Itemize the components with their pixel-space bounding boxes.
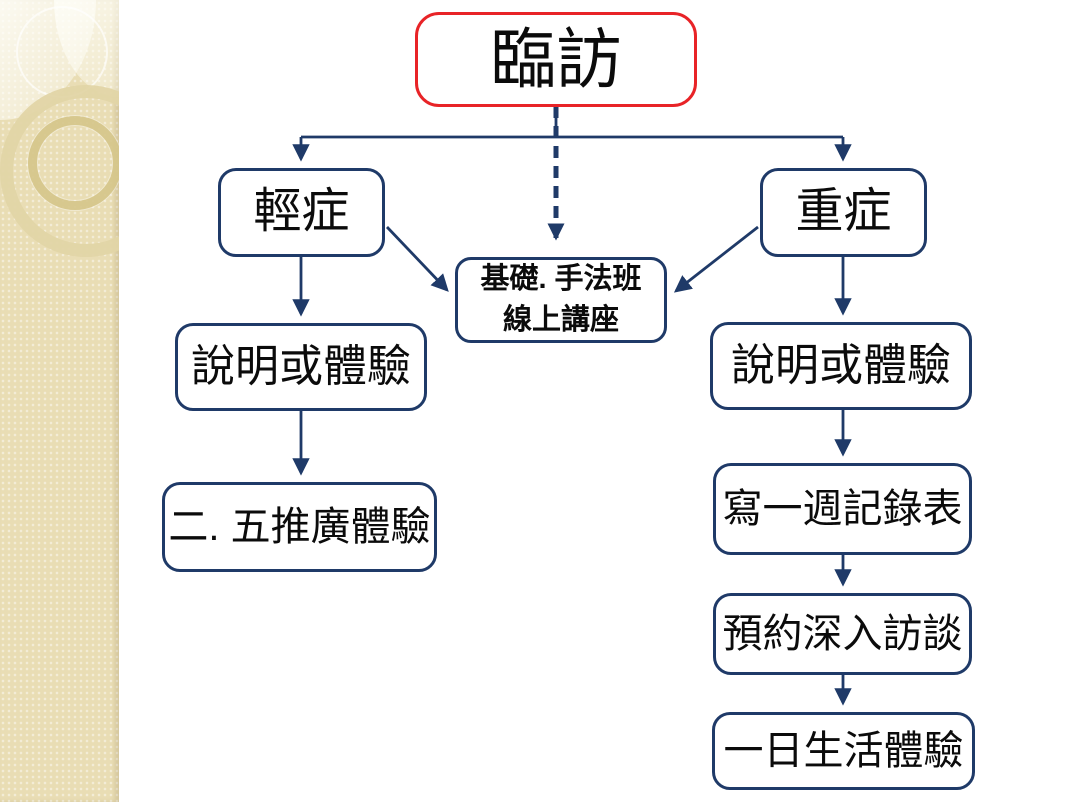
node-day-experience-label: 一日生活體驗 [723,729,964,773]
node-basic-course-line1: 基礎. 手法班 [480,263,642,296]
node-mild-label: 輕症 [253,185,350,239]
node-severe-label: 重症 [795,185,892,239]
node-weekly-record: 寫一週記錄表 [713,463,972,555]
node-visit-label: 臨訪 [490,22,622,97]
node-severe: 重症 [760,168,927,257]
node-interview: 預約深入訪談 [713,593,972,675]
node-visit: 臨訪 [415,12,697,107]
node-severe-intro-label: 說明或體驗 [731,340,951,390]
arrow-mild-to-course [385,226,449,292]
node-basic-course-line2: 線上講座 [502,304,619,336]
node-interview-label: 預約深入訪談 [722,612,963,656]
node-mild-intro-label: 說明或體驗 [191,341,411,391]
node-basic-course: 基礎. 手法班 線上講座 [455,257,667,343]
node-severe-intro: 說明或體驗 [710,322,972,410]
node-weekly-record-label: 寫一週記錄表 [722,487,963,531]
node-mild-promo-label: 二. 五推廣體驗 [168,505,431,549]
decorative-circle-small [28,116,119,210]
node-day-experience: 一日生活體驗 [712,712,975,790]
node-mild-promo: 二. 五推廣體驗 [162,482,437,572]
node-mild: 輕症 [218,168,385,257]
node-mild-intro: 說明或體驗 [175,323,427,411]
sidebar-decoration [0,0,119,802]
arrow-severe-to-course [673,225,759,293]
